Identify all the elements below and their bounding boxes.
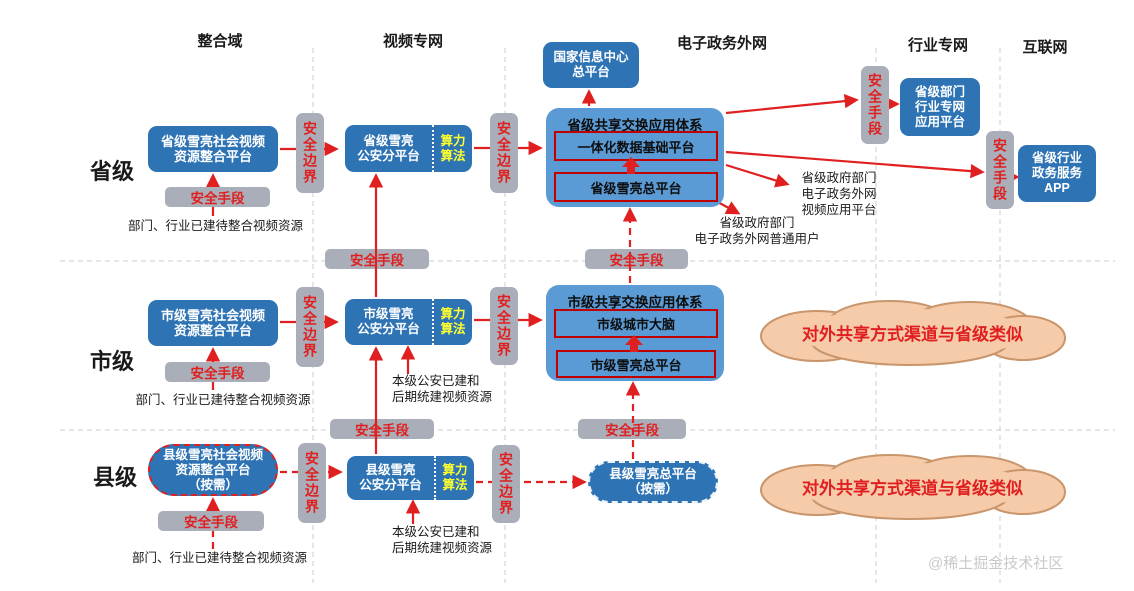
security-measure-pill-city: 安全手段	[165, 362, 270, 382]
county-total-platform-box: 县级雪亮总平台 （按需）	[588, 461, 718, 503]
header-egov-network: 电子政务外网	[676, 35, 767, 52]
province-normal-users-text: 省级政府部门 电子政务外网普通用户	[694, 216, 820, 246]
city-compute-label: 算力 算法	[440, 307, 466, 336]
header-video-network: 视频专网	[382, 33, 443, 50]
watermark: @稀土掘金技术社区	[928, 555, 1064, 572]
security-boundary-pill-province-right: 安全边界	[490, 113, 518, 193]
security-measure-pill-egov-row2: 安全手段	[578, 419, 686, 439]
county-integration-platform-box: 县级雪亮社会视频 资源整合平台 （按需）	[148, 444, 278, 496]
national-info-center-box: 国家信息中心 总平台	[543, 42, 639, 88]
county-police-resources-note: 本级公安已建和 后期统建视频资源	[392, 525, 493, 555]
city-integration-platform-box: 市级雪亮社会视频 资源整合平台	[148, 300, 278, 346]
security-boundary-pill-city-left: 安全边界	[296, 287, 324, 367]
province-total-platform-box: 省级雪亮总平台	[554, 172, 718, 202]
county-pending-resources-note: 部门、行业已建待整合视频资源	[131, 551, 307, 565]
province-service-app-box: 省级行业 政务服务 APP	[1018, 145, 1096, 202]
security-measure-pill-province: 安全手段	[165, 187, 270, 207]
county-police-platform-box: 县级雪亮 公安分平台 算力 算法	[347, 456, 474, 500]
city-brain-box: 市级城市大脑	[554, 309, 718, 338]
security-measure-pill-county: 安全手段	[158, 511, 264, 531]
province-data-platform-box: 一体化数据基础平台	[554, 131, 718, 161]
row-label-province: 省级	[90, 159, 135, 184]
city-police-resources-note: 本级公安已建和 后期统建视频资源	[392, 374, 493, 404]
cloud-shape	[760, 454, 1066, 520]
row-label-city: 市级	[90, 349, 135, 374]
city-cloud-annotation: 对外共享方式渠道与省级类似	[755, 296, 1070, 368]
city-pending-resources-note: 部门、行业已建待整合视频资源	[135, 393, 311, 407]
city-police-platform-label: 市级雪亮 公安分平台	[345, 299, 434, 345]
security-measure-pill-video-row1: 安全手段	[325, 249, 429, 269]
security-boundary-pill-province-left: 安全边界	[296, 113, 324, 193]
security-boundary-pill-county-left: 安全边界	[298, 443, 326, 523]
county-cloud-note: 对外共享方式渠道与省级类似	[802, 478, 1023, 498]
city-total-platform-box: 市级雪亮总平台	[556, 350, 716, 378]
header-industry-network: 行业专网	[907, 37, 968, 54]
province-police-platform-box: 省级雪亮 公安分平台 算力 算法	[345, 125, 472, 172]
province-video-app-users-text: 省级政府部门 电子政务外网 视频应用平台	[801, 171, 877, 217]
city-cloud-note: 对外共享方式渠道与省级类似	[802, 324, 1023, 344]
province-pending-resources-note: 部门、行业已建待整合视频资源	[127, 219, 303, 233]
row-label-county: 县级	[93, 465, 138, 490]
province-share-exchange-title: 省级共享交换应用体系	[567, 118, 703, 133]
security-measure-pill-industry: 安全手段	[861, 66, 889, 144]
security-boundary-pill-city-right: 安全边界	[490, 287, 518, 365]
header-integration-domain: 整合域	[197, 33, 243, 50]
county-compute-label: 算力 算法	[442, 463, 468, 492]
security-measure-pill-egov-row1: 安全手段	[585, 249, 688, 269]
province-police-platform-label: 省级雪亮 公安分平台	[345, 125, 434, 172]
city-police-platform-box: 市级雪亮 公安分平台 算力 算法	[345, 299, 472, 345]
province-integration-platform-box: 省级雪亮社会视频 资源整合平台	[148, 126, 278, 172]
header-internet: 互联网	[1022, 39, 1068, 56]
security-measure-pill-internet: 安全手段	[986, 131, 1014, 209]
province-compute-label: 算力 算法	[440, 133, 466, 163]
city-share-exchange-title: 市级共享交换应用体系	[567, 295, 703, 310]
cloud-shape	[760, 300, 1066, 366]
security-boundary-pill-county-right: 安全边界	[492, 445, 520, 523]
province-industry-platform-box: 省级部门 行业专网 应用平台	[900, 78, 980, 136]
city-share-exchange-system: 市级共享交换应用体系 市级城市大脑 市级雪亮总平台	[546, 285, 724, 381]
county-police-platform-label: 县级雪亮 公安分平台	[347, 456, 436, 500]
province-share-exchange-system: 省级共享交换应用体系 一体化数据基础平台 省级雪亮总平台	[546, 108, 724, 207]
security-measure-pill-video-row2: 安全手段	[330, 419, 434, 439]
county-cloud-annotation: 对外共享方式渠道与省级类似	[755, 450, 1070, 522]
